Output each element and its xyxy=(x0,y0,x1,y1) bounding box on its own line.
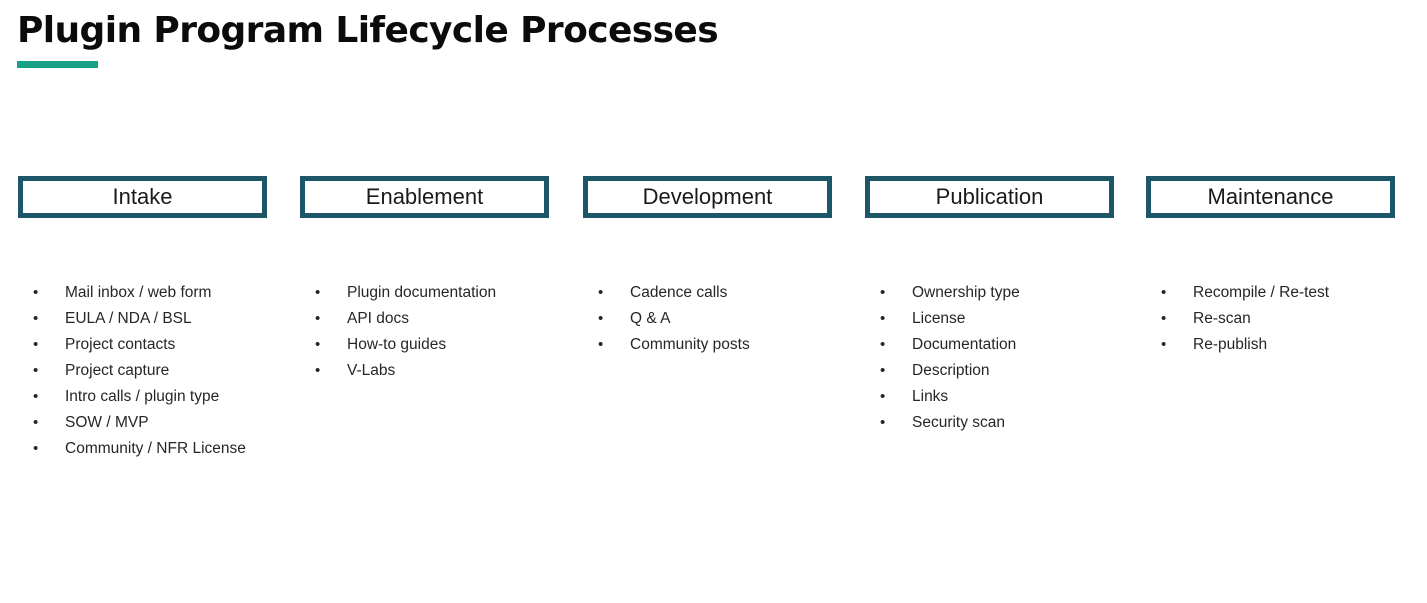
title-accent-bar xyxy=(17,61,98,68)
stage-item-list: • Recompile / Re-test • Re-scan • Re-publish xyxy=(1161,280,1427,358)
list-item: • Re-publish xyxy=(1161,332,1427,358)
list-item: • Security scan xyxy=(880,410,1180,436)
stage-box-intake[interactable]: Intake xyxy=(18,176,267,218)
list-item: • License xyxy=(880,306,1180,332)
list-item-label: Project contacts xyxy=(65,336,176,353)
list-item: • Project capture xyxy=(33,358,333,384)
list-item-label: Security scan xyxy=(912,414,1006,431)
bullet-icon: • xyxy=(1161,336,1167,353)
list-item-label: V-Labs xyxy=(347,362,396,379)
bullet-icon: • xyxy=(598,284,604,301)
list-item: • SOW / MVP xyxy=(33,410,333,436)
bullet-icon: • xyxy=(880,388,886,405)
list-item: • Documentation xyxy=(880,332,1180,358)
list-item: • Mail inbox / web form xyxy=(33,280,333,306)
bullet-icon: • xyxy=(880,336,886,353)
list-item-label: Project capture xyxy=(65,362,170,379)
lifecycle-column-maintenance: Maintenance • Recompile / Re-test • Re-scan •… xyxy=(1146,176,1395,353)
bullet-icon: • xyxy=(880,284,886,301)
bullet-icon: • xyxy=(1161,284,1167,301)
list-item: • Q & A xyxy=(598,306,898,332)
stage-box-maintenance[interactable]: Maintenance xyxy=(1146,176,1395,218)
list-item-label: Cadence calls xyxy=(630,284,728,301)
list-item-label: Documentation xyxy=(912,336,1017,353)
bullet-icon: • xyxy=(315,310,321,327)
stage-item-list: • Ownership type • License • Documentation • De… xyxy=(880,280,1180,436)
lifecycle-column-intake: Intake • Mail inbox / web form • EULA / NDA … xyxy=(18,176,267,457)
list-item: • API docs xyxy=(315,306,615,332)
bullet-icon: • xyxy=(315,336,321,353)
bullet-icon: • xyxy=(33,284,39,301)
bullet-icon: • xyxy=(598,336,604,353)
bullet-icon: • xyxy=(598,310,604,327)
list-item-label: Community posts xyxy=(630,336,750,353)
lifecycle-column-publication: Publication • Ownership type • License • Docum… xyxy=(865,176,1114,431)
list-item: • Cadence calls xyxy=(598,280,898,306)
bullet-icon: • xyxy=(880,310,886,327)
stage-item-list: • Cadence calls • Q & A • Community posts xyxy=(598,280,898,358)
stage-box-label: Publication xyxy=(935,184,1044,209)
list-item-label: Intro calls / plugin type xyxy=(65,388,220,405)
bullet-icon: • xyxy=(33,336,39,353)
list-item: • Re-scan xyxy=(1161,306,1427,332)
stage-box-label: Intake xyxy=(112,184,173,209)
stage-item-list: • Plugin documentation • API docs • How-to gu… xyxy=(315,280,615,384)
stage-box-label: Enablement xyxy=(365,184,484,209)
list-item-label: Description xyxy=(912,362,990,379)
bullet-icon: • xyxy=(315,362,321,379)
list-item: • V-Labs xyxy=(315,358,615,384)
bullet-icon: • xyxy=(33,440,39,457)
list-item-label: Mail inbox / web form xyxy=(65,284,212,301)
stage-box-label: Maintenance xyxy=(1207,184,1334,209)
list-item-label: License xyxy=(912,310,966,327)
stage-box-development[interactable]: Development xyxy=(583,176,832,218)
stage-box-enablement[interactable]: Enablement xyxy=(300,176,549,218)
lifecycle-column-enablement: Enablement • Plugin documentation • API docs… xyxy=(300,176,549,379)
bullet-icon: • xyxy=(880,414,886,431)
list-item: • Community posts xyxy=(598,332,898,358)
list-item: • Links xyxy=(880,384,1180,410)
list-item-label: How-to guides xyxy=(347,336,447,353)
stage-box-publication[interactable]: Publication xyxy=(865,176,1114,218)
list-item-label: API docs xyxy=(347,310,410,327)
list-item-label: Links xyxy=(912,388,949,405)
bullet-icon: • xyxy=(33,388,39,405)
list-item-label: Community / NFR License xyxy=(65,440,246,457)
bullet-icon: • xyxy=(33,310,39,327)
list-item-label: Re-publish xyxy=(1193,336,1268,353)
list-item-label: Ownership type xyxy=(912,284,1020,301)
list-item: • Project contacts xyxy=(33,332,333,358)
list-item: • Community / NFR License xyxy=(33,436,333,462)
bullet-icon: • xyxy=(1161,310,1167,327)
stage-box-label: Development xyxy=(642,184,773,209)
list-item: • Plugin documentation xyxy=(315,280,615,306)
list-item-label: Re-scan xyxy=(1193,310,1251,327)
page-title: Plugin Program Lifecycle Processes xyxy=(17,10,719,51)
bullet-icon: • xyxy=(33,362,39,379)
list-item: • Recompile / Re-test xyxy=(1161,280,1427,306)
bullet-icon: • xyxy=(880,362,886,379)
list-item: • Description xyxy=(880,358,1180,384)
list-item: • Intro calls / plugin type xyxy=(33,384,333,410)
lifecycle-column-development: Development • Cadence calls • Q & A • Communit… xyxy=(583,176,832,353)
list-item: • Ownership type xyxy=(880,280,1180,306)
bullet-icon: • xyxy=(33,414,39,431)
list-item-label: EULA / NDA / BSL xyxy=(65,310,192,327)
bullet-icon: • xyxy=(315,284,321,301)
stage-item-list: •Mail inbox / web form•EULA / NDA / BSL•… xyxy=(33,280,333,462)
list-item-label: Recompile / Re-test xyxy=(1193,284,1330,301)
list-item-label: SOW / MVP xyxy=(65,414,149,431)
list-item-label: Q & A xyxy=(630,310,671,327)
list-item-label: Plugin documentation xyxy=(347,284,497,301)
list-item: • EULA / NDA / BSL xyxy=(33,306,333,332)
list-item: • How-to guides xyxy=(315,332,615,358)
